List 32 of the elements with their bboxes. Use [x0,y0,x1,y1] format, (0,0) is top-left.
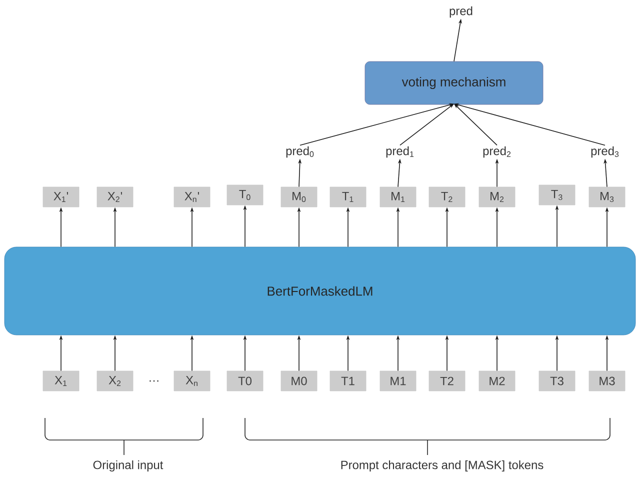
token-box: M$_{1}$ [380,186,416,208]
bracket-label: Original input [93,460,164,472]
voting-box: voting mechanism [364,61,544,105]
token-box: T1 [330,370,366,392]
bracket-label: Prompt characters and [MASK] tokens [341,460,544,472]
output-label: pred$_{3}$ [591,146,619,158]
token-box: X$_{n}$' [174,186,210,208]
token-box: T3 [538,370,576,392]
token-box: T2 [428,370,466,392]
token-box: T$_{0}$ [226,184,264,206]
token-box: X$_{1}$' [42,186,80,208]
token-box: M2 [478,370,516,392]
token-box: T$_{3}$ [538,184,576,206]
token-box: X$_{1}$ [42,370,80,392]
token-box: M$_{3}$ [588,186,626,208]
token-box: X$_{2}$ [96,370,134,392]
output-label: pred$_{0}$ [286,146,314,158]
token-box: T0 [226,370,264,392]
output-label: pred$_{1}$ [386,146,414,158]
output-label: pred [450,6,472,18]
model-box: BertForMaskedLM [4,246,636,336]
token-box: M$_{2}$ [478,186,516,208]
token-box: M0 [280,370,318,392]
token-box: X$_{2}$' [96,186,134,208]
output-label: pred$_{2}$ [483,146,511,158]
ellipsis: … [150,380,158,382]
token-box: M1 [380,370,416,392]
token-box: M$_{0}$ [280,186,318,208]
token-box: M3 [588,370,626,392]
token-box: T$_{2}$ [428,186,466,208]
token-box: T$_{1}$ [330,186,366,208]
token-box: X$_{n}$ [174,370,210,392]
